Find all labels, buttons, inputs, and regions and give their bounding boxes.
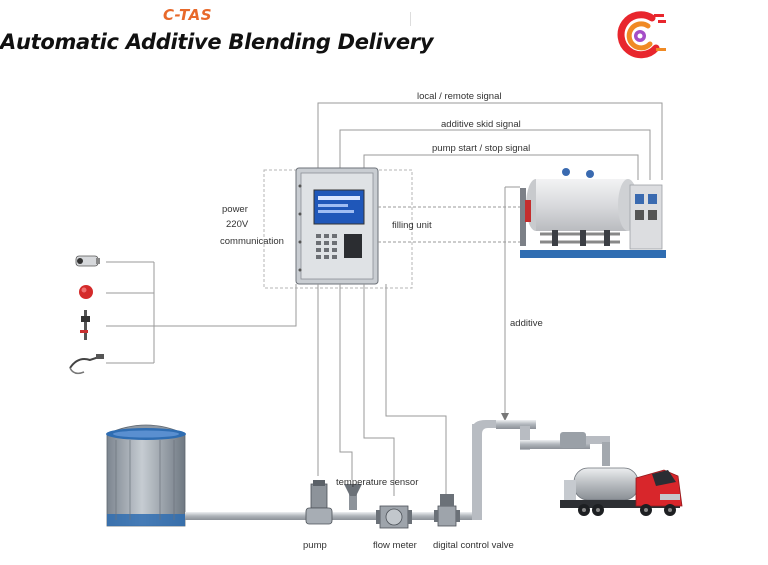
- filling-controller-cabinet: [295, 167, 379, 285]
- additive-label: additive: [510, 318, 543, 329]
- controller-boundary: [263, 169, 413, 289]
- controller-keypad: [316, 234, 337, 259]
- local-remote-signal-label: local / remote signal: [417, 91, 501, 102]
- flow-meter-label: flow meter: [373, 540, 417, 551]
- storage-tank: [106, 424, 186, 527]
- main-pipeline: [185, 420, 610, 520]
- grounding-probe-icon: [80, 310, 90, 340]
- power-label: power: [222, 204, 248, 215]
- additive-skid-signal-label: additive skid signal: [441, 119, 521, 130]
- temperature-sensor-icon: [344, 484, 362, 510]
- pump-start-stop-signal-label: pump start / stop signal: [432, 143, 530, 154]
- additive-skid: [520, 168, 666, 258]
- additive-arrow-icon: [501, 413, 509, 421]
- signal-lines: [317, 102, 663, 180]
- pump-label: pump: [303, 540, 327, 551]
- instrument-wiring: [317, 284, 447, 496]
- peripheral-wiring: [106, 261, 297, 364]
- page-title: Automatic Additive Blending Delivery: [0, 30, 434, 54]
- camera-icon: [75, 255, 100, 267]
- filling-unit-label: filling unit: [392, 220, 432, 231]
- card-reader: [344, 234, 362, 258]
- emergency-stop-icon: [79, 285, 93, 299]
- static-clamp-icon: [69, 354, 104, 375]
- header-divider: [410, 12, 411, 26]
- pump-icon: [305, 480, 333, 525]
- voltage-label: 220V: [226, 219, 249, 230]
- digital-control-valve-label: digital control valve: [433, 540, 514, 551]
- controller-skid-links: [378, 206, 528, 243]
- brand-name: C-TAS: [163, 6, 213, 24]
- tanker-truck-icon: [560, 467, 683, 516]
- communication-label: communication: [220, 236, 284, 247]
- temperature-sensor-label: temperature sensor: [336, 477, 418, 488]
- digital-control-valve-icon: [434, 494, 460, 527]
- flow-meter-icon: [376, 505, 412, 529]
- ctas-swirl-logo-icon: [617, 11, 666, 59]
